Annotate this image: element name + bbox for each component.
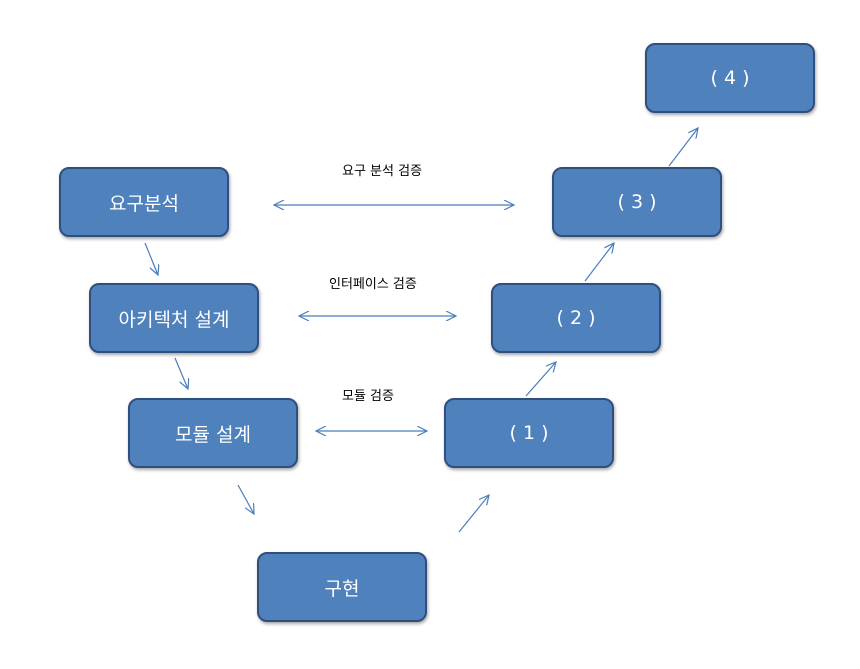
arrow-module-to-implementation bbox=[237, 484, 254, 514]
node-step-2: ( 2 ) bbox=[491, 283, 661, 353]
arrow-implementation-to-step1 bbox=[458, 495, 489, 533]
arrow-requirements-to-architecture bbox=[144, 242, 158, 275]
node-step-4: ( 4 ) bbox=[645, 43, 815, 113]
node-module-design: 모듈 설계 bbox=[128, 398, 298, 468]
node-step-1: ( 1 ) bbox=[444, 398, 614, 468]
arrow-step3-to-step4 bbox=[668, 128, 698, 167]
arrow-architecture-to-module bbox=[174, 357, 188, 389]
node-implementation: 구현 bbox=[257, 552, 427, 622]
label-requirements-verification: 요구 분석 검증 bbox=[342, 164, 423, 179]
arrow-step2-to-step3 bbox=[584, 243, 614, 282]
arrow-step1-to-step2 bbox=[525, 362, 556, 397]
node-requirements-analysis: 요구분석 bbox=[59, 167, 229, 237]
label-interface-verification: 인터페이스 검증 bbox=[329, 277, 417, 292]
node-step-3: ( 3 ) bbox=[552, 167, 722, 237]
node-architecture-design: 아키텍처 설계 bbox=[89, 283, 259, 353]
label-module-verification: 모듈 검증 bbox=[342, 389, 394, 404]
